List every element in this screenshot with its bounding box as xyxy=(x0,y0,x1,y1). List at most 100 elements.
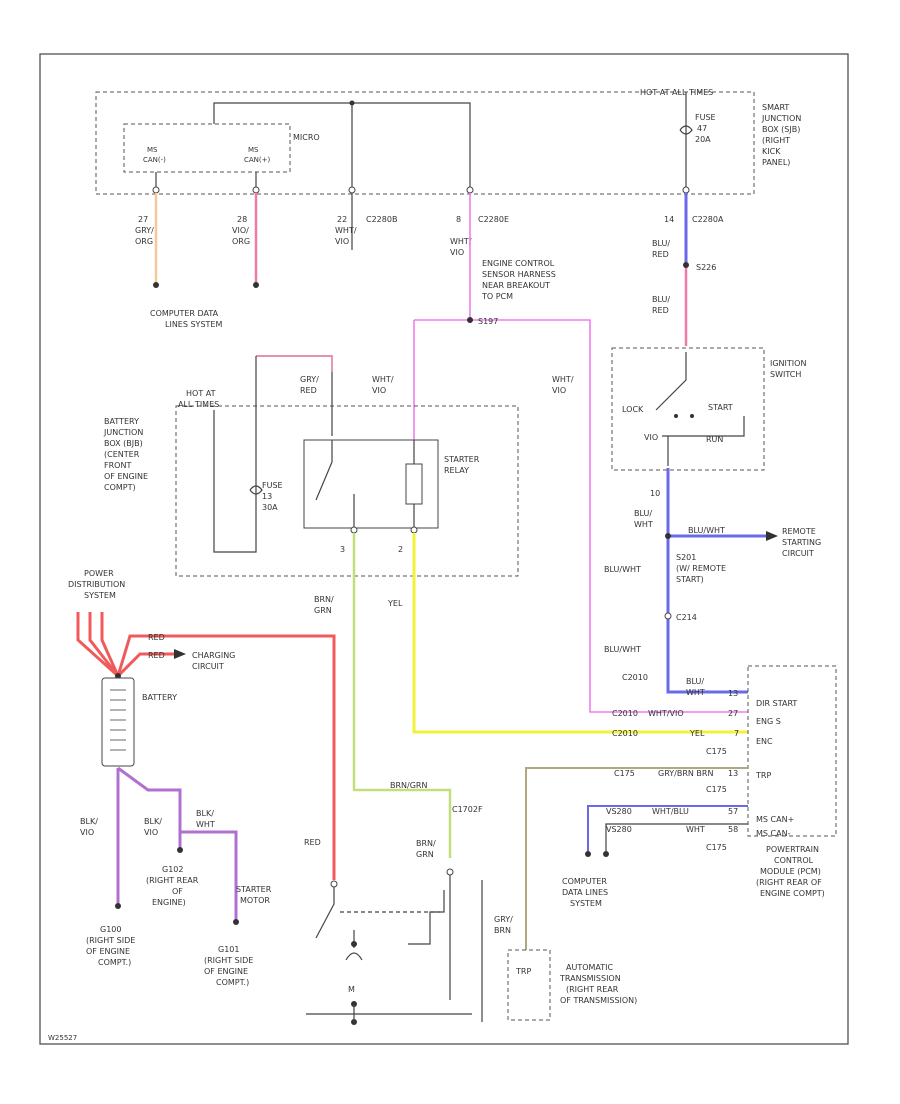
pcm-conn-7: VS280 xyxy=(606,825,632,834)
wire-blu-wht-pcm xyxy=(666,468,748,694)
harness-1: ENGINE CONTROL xyxy=(482,259,555,268)
motor-frame xyxy=(306,880,483,1022)
wire-blk-wht-g101 xyxy=(180,830,238,920)
sjb-title-4: (RIGHT xyxy=(762,136,790,145)
c2280b: C2280B xyxy=(366,215,397,224)
red-a: RED xyxy=(148,633,165,642)
sjb-outline xyxy=(95,91,755,195)
bjb-title-7: COMPT) xyxy=(104,483,136,492)
relay-pin3 xyxy=(350,526,358,534)
pcm-func-0: DIR START xyxy=(756,699,797,708)
bjb-hot-1: HOT AT xyxy=(186,389,216,398)
c214-label: C214 xyxy=(676,613,697,622)
remote-1: REMOTE xyxy=(782,527,816,536)
pcm-pin-2: 7 xyxy=(734,729,739,738)
battery-cells xyxy=(110,689,126,751)
wv-b-2: VIO xyxy=(552,386,566,395)
relay-pin2 xyxy=(410,526,418,534)
pin-22 xyxy=(348,186,356,194)
pcm-pin-4: 13 xyxy=(728,769,738,778)
smart-junction-box: HOT AT ALL TIMES FUSE 47 20A SMART JUNCT… xyxy=(95,88,801,195)
cdl-dot-2 xyxy=(253,282,259,288)
ign-start: START xyxy=(708,403,733,412)
bjb-title-4: (CENTER xyxy=(104,450,140,459)
wire-pds-feeds xyxy=(76,612,120,678)
sm-1: STARTER xyxy=(236,885,272,894)
cdl-dot-3 xyxy=(585,851,591,857)
pin-27 xyxy=(152,186,160,194)
bg-motor-1: BRN/ xyxy=(416,839,436,848)
bjb-title-2: JUNCTION xyxy=(103,428,143,437)
charging-1: CHARGING xyxy=(192,651,235,660)
cdl-bot-3: SYSTEM xyxy=(570,899,602,908)
micro-outline xyxy=(123,123,291,173)
ign-lock: LOCK xyxy=(622,405,644,414)
wire-yel xyxy=(412,533,748,734)
wire-gry-brn-trp xyxy=(525,767,748,950)
s201-dot xyxy=(665,533,671,539)
trans-4: OF TRANSMISSION) xyxy=(560,996,637,1005)
pcm-wire-1: WHT/VIO xyxy=(648,709,684,718)
cdl-top-2: LINES SYSTEM xyxy=(165,320,222,329)
sjb-hot-label: HOT AT ALL TIMES xyxy=(640,88,713,97)
pds-2: DISTRIBUTION xyxy=(68,580,125,589)
blu-red-b-2: RED xyxy=(652,306,669,315)
gry-red-2: RED xyxy=(300,386,317,395)
sjb-title-6: PANEL) xyxy=(762,158,790,167)
pcm-bw-2: WHT xyxy=(686,688,705,697)
pcm-conn-6: VS280 xyxy=(606,807,632,816)
wire-ms-can-plus xyxy=(587,805,748,852)
bjb-fuse-2: 13 xyxy=(262,492,272,501)
remote-wire: BLU/WHT xyxy=(688,526,725,535)
remote-2: STARTING xyxy=(782,538,821,547)
fuse13-loop xyxy=(213,356,257,553)
red-motor: RED xyxy=(304,838,321,847)
ign-run: RUN xyxy=(706,435,723,444)
pcm-func-4: TRP xyxy=(755,771,771,780)
wv-a-1: WHT/ xyxy=(372,375,394,384)
relay-pin2-label: 2 xyxy=(398,545,403,554)
wv-a-2: VIO xyxy=(372,386,386,395)
battery-body xyxy=(101,677,135,767)
micro-pins xyxy=(155,172,257,187)
sjb-fuse-1: FUSE xyxy=(695,113,716,122)
g100-1: G100 xyxy=(100,925,121,934)
relay-coil xyxy=(405,463,423,505)
bw-2: WHT xyxy=(196,820,215,829)
gb-2: BRN xyxy=(494,926,511,935)
bv-b-1: BLK/ xyxy=(144,817,162,826)
sjb-title-5: KICK xyxy=(762,147,781,156)
bjb-outline xyxy=(175,405,519,577)
harness-2: SENSOR HARNESS xyxy=(482,270,556,279)
wire-brn-grn xyxy=(352,533,452,858)
s197-dot xyxy=(467,317,473,323)
footer-code: W25527 xyxy=(48,1034,77,1042)
motor-dot-1 xyxy=(351,941,357,947)
motor-m: M xyxy=(348,985,355,994)
g101-dot xyxy=(233,919,239,925)
pcm-title-1: POWERTRAIN xyxy=(766,845,819,854)
ms-can-lo-2: CAN(-) xyxy=(143,156,166,164)
ign-contact-2 xyxy=(690,414,694,418)
p22-c2: VIO xyxy=(335,237,349,246)
sjb-fuse-3: 20A xyxy=(695,135,711,144)
p8-num: 8 xyxy=(456,215,461,224)
pcm-conn-2: C2010 xyxy=(612,729,638,738)
charging-arrow-icon xyxy=(174,649,186,659)
pcm-title-2: CONTROL xyxy=(774,856,814,865)
pcm-wire-4: GRY/BRN BRN xyxy=(658,769,713,778)
bjb-hot-2: ALL TIMES xyxy=(178,400,219,409)
harness-4: TO PCM xyxy=(481,292,513,301)
starter-motor: STARTER MOTOR RED BRN/ GRN M xyxy=(236,838,483,1025)
wv-b-1: WHT/ xyxy=(552,375,574,384)
pin-8 xyxy=(466,186,474,194)
g102-4: ENGINE) xyxy=(152,898,186,907)
blu-red-1: BLU/ xyxy=(652,239,670,248)
g102-2: (RIGHT REAR xyxy=(146,876,199,885)
g100-2: (RIGHT SIDE xyxy=(86,936,135,945)
battery-junction-box: HOT AT ALL TIMES BATTERY JUNCTION BOX (B… xyxy=(103,355,519,577)
pcm-conn-5: C175 xyxy=(706,785,727,794)
pcm-pin-6: 57 xyxy=(728,807,738,816)
pcm-title-5: ENGINE COMPT) xyxy=(760,889,825,898)
